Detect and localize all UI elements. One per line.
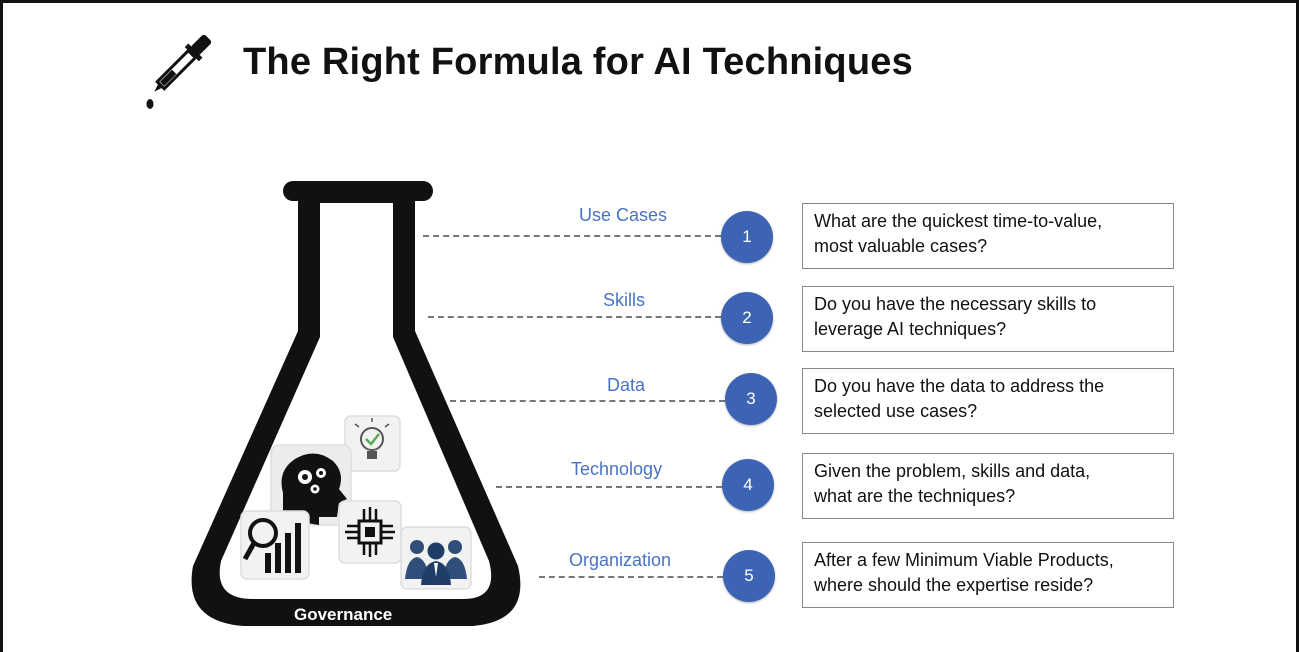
stage-number-badge: 2: [721, 292, 773, 344]
stage-label-data: Data: [607, 375, 646, 395]
flask-base-label: Governance: [294, 605, 393, 624]
stage-label-use-cases: Use Cases: [579, 205, 668, 225]
question-line: most valuable cases?: [814, 236, 988, 257]
question-box: Do you have the data to address the sele…: [802, 368, 1174, 434]
connector-line: [450, 400, 725, 402]
question-box: What are the quickest time-to-value, mos…: [802, 203, 1174, 269]
question-line: What are the quickest time-to-value,: [814, 211, 1103, 231]
connector-line: [428, 316, 721, 318]
question-box: Given the problem, skills and data, what…: [802, 453, 1174, 519]
stage-label-skills: Skills: [603, 290, 646, 310]
page-title: The Right Formula for AI Techniques: [243, 41, 913, 83]
flask-illustration: [191, 181, 521, 626]
question-line: selected use cases?: [814, 401, 978, 422]
connector-line: [539, 576, 723, 578]
stage-number-badge: 1: [721, 211, 773, 263]
connector-line: [423, 235, 721, 237]
team-people-icon: [400, 526, 472, 590]
connector-line: [496, 486, 722, 488]
question-line: Do you have the necessary skills to: [814, 294, 1097, 314]
stage-label-technology: Technology: [571, 459, 663, 479]
question-line: Given the problem, skills and data,: [814, 461, 1091, 481]
stage-number-badge: 4: [722, 459, 774, 511]
magnifier-chart-icon: [240, 510, 310, 580]
question-line: leverage AI techniques?: [814, 319, 1007, 340]
question-box: Do you have the necessary skills to leve…: [802, 286, 1174, 352]
dropper-icon: [146, 34, 212, 109]
question-line: what are the techniques?: [814, 486, 1016, 507]
lightbulb-check-icon: [344, 415, 401, 472]
stage-number-badge: 3: [725, 373, 777, 425]
brain-gears-icon: [270, 444, 352, 526]
question-line: After a few Minimum Viable Products,: [814, 550, 1114, 570]
question-line: where should the expertise reside?: [814, 575, 1094, 596]
stage-label-organization: Organization: [569, 550, 672, 570]
stage-number-badge: 5: [723, 550, 775, 602]
circuit-chip-icon: [338, 500, 402, 564]
question-box: After a few Minimum Viable Products, whe…: [802, 542, 1174, 608]
question-line: Do you have the data to address the: [814, 376, 1105, 396]
